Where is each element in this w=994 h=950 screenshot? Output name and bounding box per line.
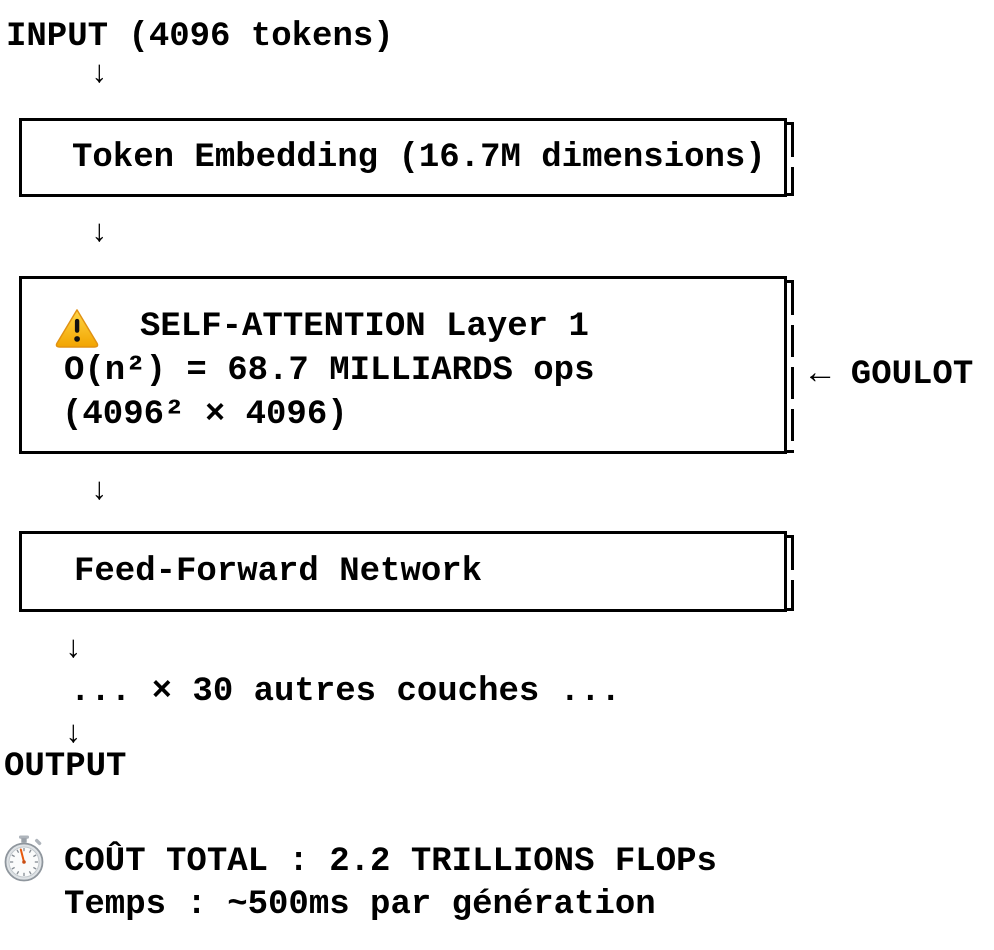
self-attention-shape-line: (4096² × 4096) — [62, 396, 348, 434]
total-cost-line: COÛT TOTAL : 2.2 TRILLIONS FLOPs — [64, 843, 717, 881]
generation-time-line: Temps : ~500ms par génération — [64, 886, 656, 924]
feed-forward-box: Feed-Forward Network — [19, 531, 794, 612]
self-attention-title-row: SELF-ATTENTION Layer 1 — [22, 305, 784, 349]
input-label: INPUT (4096 tokens) — [6, 18, 394, 56]
box-right-bracket — [787, 535, 794, 611]
flow-arrow-5: ↓ — [64, 717, 83, 752]
self-attention-ops-line: O(n²) = 68.7 MILLIARDS ops — [64, 352, 595, 390]
feed-forward-label: Feed-Forward Network — [74, 552, 483, 591]
self-attention-box: SELF-ATTENTION Layer 1 O(n²) = 68.7 MILL… — [19, 276, 794, 454]
box-right-bracket — [787, 280, 794, 453]
repeated-layers-note: ... × 30 autres couches ... — [70, 673, 621, 711]
flow-arrow-1: ↓ — [90, 57, 109, 92]
self-attention-title: SELF-ATTENTION Layer 1 — [140, 308, 589, 346]
box-right-bracket — [787, 122, 794, 196]
token-embedding-box: Token Embedding (16.7M dimensions) — [19, 118, 794, 197]
flow-arrow-3: ↓ — [90, 474, 109, 509]
token-embedding-label: Token Embedding (16.7M dimensions) — [72, 138, 766, 177]
flow-arrow-4: ↓ — [64, 632, 83, 667]
warning-icon — [55, 308, 99, 348]
bottleneck-label: ← GOULOT — [810, 356, 974, 394]
output-label: OUTPUT — [4, 748, 127, 786]
flow-arrow-2: ↓ — [90, 216, 109, 251]
stopwatch-icon — [4, 835, 44, 882]
